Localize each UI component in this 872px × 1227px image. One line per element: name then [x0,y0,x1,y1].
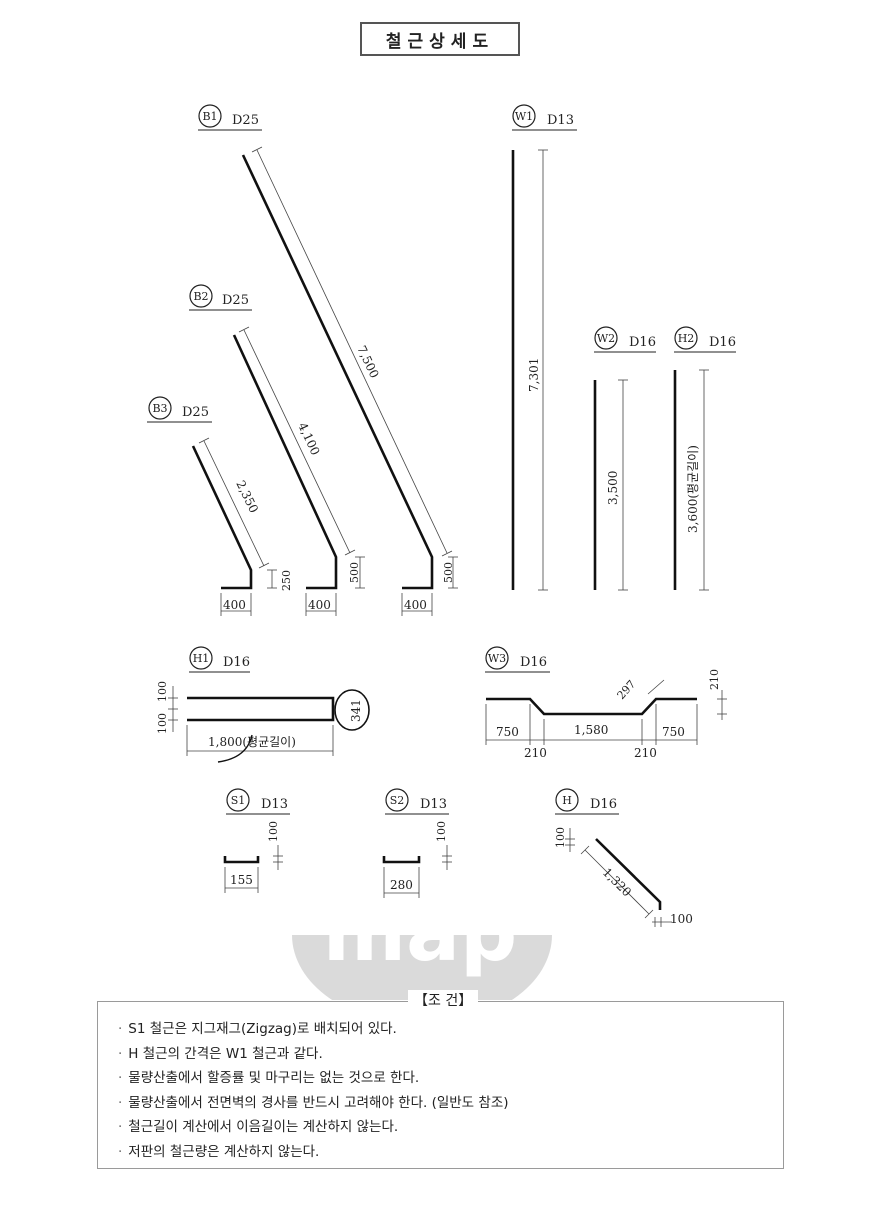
w3-right: 750 [662,725,685,739]
w2-length: 3,500 [606,471,620,505]
b2-length: 4,100 [295,420,322,457]
s2-width: 280 [390,878,413,892]
b2-mark: B2 [193,290,208,303]
b2-base: 400 [308,598,331,612]
w3-offset-right: 210 [634,746,657,760]
h-hook-top: 100 [554,827,567,848]
watermark-logo: map [292,886,552,1000]
b1-length: 7,500 [354,343,381,380]
conditions-list: S1 철근은 지그재그(Zigzag)로 배치되어 있다. H 철근의 간격은 … [118,1017,509,1165]
condition-item: S1 철근은 지그재그(Zigzag)로 배치되어 있다. [118,1017,509,1042]
bar-b2: B2 D25 4,100 500 400 [189,284,365,616]
s1-width: 155 [230,873,253,887]
h-hook-bottom: 100 [670,912,693,926]
b2-hook: 500 [348,562,361,583]
condition-item: 철근길이 계산에서 이음길이는 계산하지 않는다. [118,1115,509,1140]
h2-mark: H2 [678,332,695,345]
h-mark: H [562,794,572,807]
w3-middle: 1,580 [574,723,608,737]
w3-left: 750 [496,725,519,739]
bar-b3: B3 D25 2,350 250 400 [147,396,293,616]
h1-hook-bottom: 100 [156,713,169,734]
s1-mark: S1 [231,794,246,807]
h-size: D16 [590,797,617,812]
w2-size: D16 [629,335,656,350]
b1-base: 400 [404,598,427,612]
w2-mark: W2 [597,332,615,345]
w3-rise: 210 [708,669,721,690]
bar-h1: H1 D16 100 100 341 1,800(평균길이) [156,646,370,763]
h1-mark: H1 [193,652,210,665]
b1-size: D25 [232,113,259,128]
condition-item: 저판의 철근량은 계산하지 않는다. [118,1140,509,1165]
conditions-title: 【조 건】 [408,990,479,1010]
w1-length: 7,301 [527,358,541,392]
b3-length: 2,350 [233,478,261,515]
bar-h: H D16 1,320 100 100 [554,788,693,927]
s2-leg: 100 [435,821,448,842]
b1-mark: B1 [202,110,217,123]
b3-hook: 250 [280,570,293,591]
b2-size: D25 [222,293,249,308]
b1-mark-circle [198,104,222,128]
s1-size: D13 [261,797,288,812]
h1-size: D16 [223,655,250,670]
b3-mark: B3 [152,402,167,415]
s2-mark: S2 [390,794,405,807]
condition-item: 물량산출에서 할증률 및 마구리는 없는 것으로 한다. [118,1066,509,1091]
b3-size: D25 [182,405,209,420]
drawing-title: 철근상세도 [360,22,520,56]
w3-mark: W3 [488,652,506,665]
w3-slope: 297 [615,678,639,702]
s2-size: D13 [420,797,447,812]
bar-w3: W3 D16 750 1,580 750 210 210 297 210 [485,646,727,760]
bar-w1: W1 D13 7,301 [511,104,577,591]
w1-size: D13 [547,113,574,128]
bar-s1: S1 D13 155 100 [223,788,290,893]
rebar-detail-drawing: map B1 D25 7,500 500 400 B2 D25 4,100 5 [147,104,736,1000]
h1-length: 1,800(평균길이) [208,735,296,749]
h2-size: D16 [709,335,736,350]
w1-mark: W1 [515,110,533,123]
bar-h2: H2 D16 3,600(평균길이) [673,326,736,591]
w3-size: D16 [520,655,547,670]
s1-leg: 100 [267,821,280,842]
b3-base: 400 [223,598,246,612]
bar-s2: S2 D13 280 100 [382,788,452,898]
condition-item: 물량산출에서 전면벽의 경사를 반드시 고려해야 한다. (일반도 참조) [118,1091,508,1116]
w3-offset-left: 210 [524,746,547,760]
h1-hook-top: 100 [156,681,169,702]
condition-item: H 철근의 간격은 W1 철근과 같다. [118,1042,509,1067]
bar-w2: W2 D16 3,500 [593,326,656,591]
h1-end: 341 [349,699,363,722]
h2-length: 3,600(평균길이) [686,445,700,533]
svg-text:map: map [323,886,518,979]
b1-hook: 500 [442,562,455,583]
